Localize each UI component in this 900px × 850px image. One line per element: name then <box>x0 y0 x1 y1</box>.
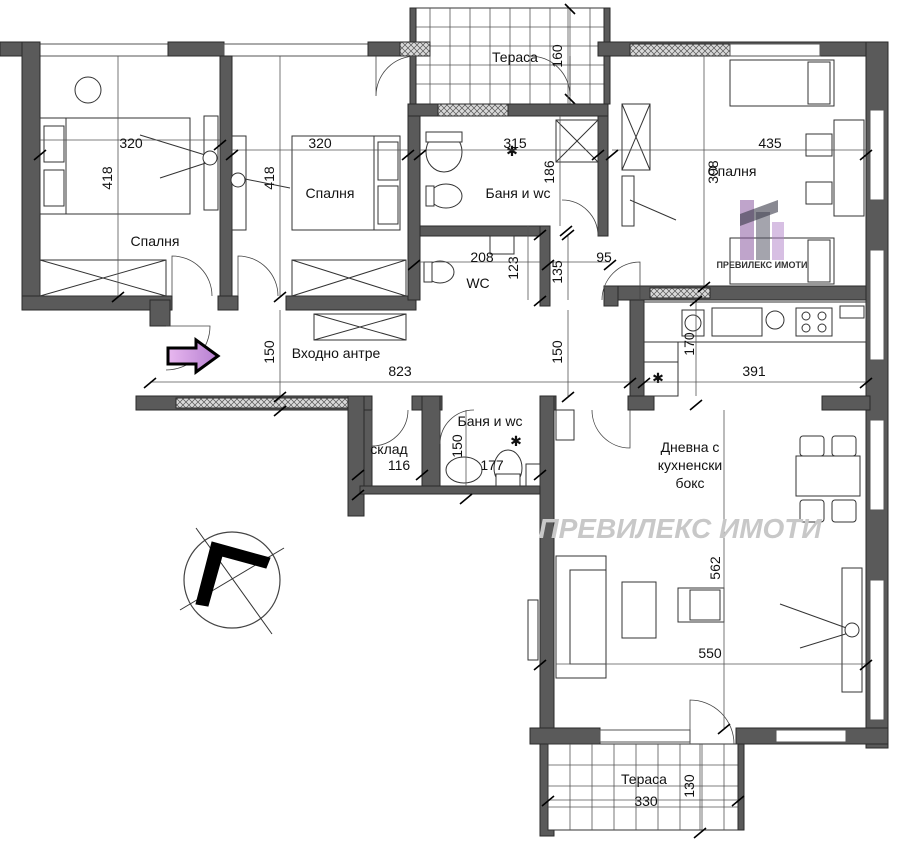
dimension-lines <box>40 8 866 830</box>
tick-marks <box>33 139 873 839</box>
room-label-wc: WC <box>466 275 489 291</box>
dim-terrace-bottom-width: 330 <box>634 793 658 809</box>
room-label-terrace-bottom: Тераса <box>621 771 667 787</box>
walls <box>0 41 889 837</box>
dim-terrace-top-depth: 160 <box>549 44 565 68</box>
room-label-bathroom-top: Баня и wc <box>486 185 551 201</box>
svg-text:✱: ✱ <box>506 143 518 159</box>
dim-bathroom-top-width: 315 <box>503 135 527 151</box>
dim-bedroom-right-depth: 398 <box>705 160 721 184</box>
dim-wc-width: 208 <box>470 249 494 265</box>
compass-icon <box>179 527 285 635</box>
logo-icon: ПРЕВИЛЕКС ИМОТИ <box>716 200 808 270</box>
room-label-living-1: Дневна с <box>661 439 720 455</box>
dim-hall-depth-right: 150 <box>549 340 565 364</box>
dim-living-width-top: 391 <box>742 363 766 379</box>
dim-hall-length: 823 <box>388 363 412 379</box>
svg-text:✱: ✱ <box>510 433 522 449</box>
dim-bedroom-middle-width: 320 <box>308 135 332 151</box>
dim-bathroom-bottom-depth: 150 <box>449 434 465 458</box>
dim-corridor-width: 95 <box>596 249 612 265</box>
entrance-arrow-icon <box>166 337 221 375</box>
room-label-living-2: кухненски <box>658 457 722 473</box>
room-label-living-3: бокс <box>675 475 704 491</box>
terrace-bottom <box>547 743 745 831</box>
dim-hall-depth-left: 150 <box>261 340 277 364</box>
room-label-terrace-top: Тераса <box>492 49 538 65</box>
dimension-labels: 160 320 418 320 418 315 186 208 123 135 … <box>99 44 782 809</box>
dim-living-depth: 562 <box>707 556 723 580</box>
dim-kitchen-depth: 170 <box>681 332 697 356</box>
doors <box>165 55 735 745</box>
watermark-text: ПРЕВИЛЕКС ИМОТИ <box>538 513 822 544</box>
dim-bathroom-bottom-width: 177 <box>480 457 504 473</box>
room-labels: Тераса Спалня Спалня Баня и wc WC Спалня… <box>131 49 757 787</box>
room-label-bedroom-middle: Спалня <box>306 185 355 201</box>
room-label-bathroom-bottom: Баня и wc <box>458 413 523 429</box>
dim-bedroom-middle-depth: 418 <box>261 166 277 190</box>
room-label-storage: склад <box>370 441 407 457</box>
dim-living-width: 550 <box>698 645 722 661</box>
dim-storage-area: 116 <box>388 457 411 473</box>
svg-text:✱: ✱ <box>652 370 664 386</box>
dim-bedroom-left-width: 320 <box>119 135 143 151</box>
room-label-entrance-hall: Входно антре <box>292 345 381 361</box>
dim-bathroom-top-depth: 186 <box>541 160 557 184</box>
logo-text: ПРЕВИЛЕКС ИМОТИ <box>716 260 807 270</box>
dim-terrace-bottom-depth: 130 <box>681 774 697 798</box>
dim-bedroom-left-depth: 418 <box>99 166 115 190</box>
dim-corridor-depth: 135 <box>549 260 565 284</box>
furniture: ✱ <box>39 59 867 693</box>
room-label-bedroom-left: Спалня <box>131 233 180 249</box>
dim-bedroom-right-width: 435 <box>758 135 782 151</box>
room-label-bedroom-right: Спалня <box>708 163 757 179</box>
dim-wc-depth: 123 <box>505 256 521 280</box>
